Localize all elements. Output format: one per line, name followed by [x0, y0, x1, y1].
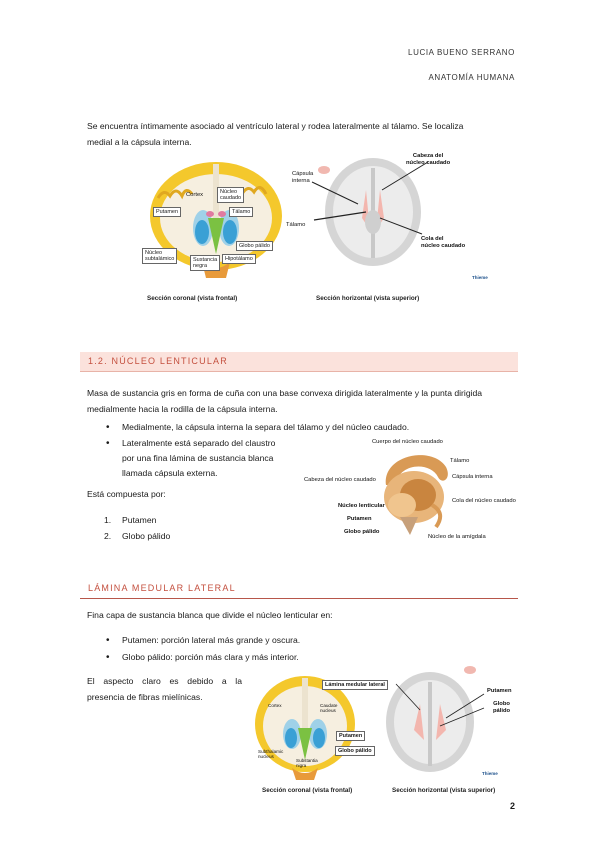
coronal-label-putamen: Putamen	[153, 207, 182, 217]
coronal2-label-lamina: Lámina medular lateral	[322, 680, 388, 690]
coronal2-label-putamen-box: Putamen	[336, 731, 366, 741]
fig3d-label-capsula: Cápsula interna	[452, 474, 493, 480]
section2-paragraph: Fina capa de sustancia blanca que divide…	[87, 610, 333, 620]
figure2-credit: Thieme	[482, 771, 498, 776]
list-item: Globo pálido: porción más clara y más in…	[104, 650, 424, 665]
fig3d-label-cabeza: Cabeza del núcleo caudado	[304, 477, 376, 483]
coronal-label-sustancia-negra: Sustancia negra	[190, 255, 221, 271]
coronal-label-nucleo-caudado: Núcleo caudado	[217, 187, 245, 203]
coronal-label-cortex: Cortex	[186, 192, 204, 198]
horizontal-label-capsula-interna: Cápsula interna	[292, 171, 314, 184]
figure2-caption-left: Sección coronal (vista frontal)	[262, 787, 353, 794]
horizontal-label-cabeza: Cabeza del núcleo caudado	[406, 153, 451, 166]
coronal-label-subtalamico: Núcleo subtalámico	[142, 248, 178, 264]
page-number: 2	[510, 801, 516, 811]
section2-bullet-list: Putamen: porción lateral más grande y os…	[104, 633, 424, 665]
fig3d-label-cuerpo: Cuerpo del núcleo caudado	[372, 439, 443, 445]
fig3d-label-putamen: Putamen	[347, 516, 372, 522]
coronal2-label-caudado: Caudate nucleus	[320, 703, 338, 713]
horizontal-brain-illustration-2	[386, 666, 485, 772]
figure2-caption-right: Sección horizontal (vista superior)	[392, 787, 496, 794]
section1-paragraph: Masa de sustancia gris en forma de cuña …	[87, 388, 483, 414]
figure1-caption-left: Sección coronal (vista frontal)	[147, 295, 238, 302]
section2-note: El aspecto claro es debido a la presenci…	[87, 676, 242, 702]
coronal-label-hipotalamo: Hipotálamo	[222, 254, 256, 264]
section-heading-lamina-medular: LÁMINA MEDULAR LATERAL	[80, 580, 518, 599]
list-item: 1.Putamen	[104, 515, 157, 525]
list-item: 2.Globo pálido	[104, 531, 171, 541]
fig3d-label-talamo: Tálamo	[450, 458, 470, 464]
fig3d-label-cola: Cola del núcleo caudado	[452, 498, 516, 504]
fig3d-label-amigdala: Núcleo de la amígdala	[428, 534, 486, 540]
composed-by-label: Está compuesta por:	[87, 489, 166, 499]
horizontal-label-talamo: Tálamo	[286, 222, 306, 228]
list-item: Lateralmente está separado del claustro …	[104, 436, 444, 481]
figure1-caption-right: Sección horizontal (vista superior)	[316, 295, 420, 302]
fig3d-label-lenticular: Núcleo lenticular	[338, 503, 385, 509]
basal-ganglia-3d-illustration	[384, 455, 448, 535]
composition-list: 1.Putamen 2.Globo pálido	[104, 512, 170, 544]
coronal2-label-globo-box: Globo pálido	[335, 746, 375, 756]
coronal2-label-subtalamico: Subthalamic nucleus	[258, 749, 284, 759]
header-subject: ANATOMÍA HUMANA	[428, 73, 515, 82]
horizontal-label-cola: Cola del núcleo caudado	[421, 236, 466, 249]
intro-paragraph: Se encuentra íntimamente asociado al ven…	[87, 121, 464, 147]
coronal-label-talamo: Tálamo	[229, 207, 254, 217]
coronal-brain-illustration-2	[255, 676, 355, 780]
coronal-label-globo-palido: Globo pálido	[236, 241, 273, 251]
horizontal2-label-globo: Globo pálido	[493, 701, 511, 714]
section-heading-nucleo-lenticular: 1.2. NÚCLEO LENTICULAR	[80, 352, 518, 372]
figure1-credit: Thieme	[472, 275, 488, 280]
coronal2-label-negra: Substantia nigra	[296, 758, 318, 768]
section1-bullet-list: Medialmente, la cápsula interna la separ…	[104, 420, 444, 481]
list-item: Medialmente, la cápsula interna la separ…	[104, 420, 444, 435]
horizontal-brain-illustration	[311, 158, 429, 266]
header-author: LUCIA BUENO SERRANO	[408, 48, 515, 57]
list-item: Putamen: porción lateral más grande y os…	[104, 633, 424, 648]
fig3d-label-globo: Globo pálido	[344, 529, 380, 535]
horizontal2-label-putamen: Putamen	[487, 688, 512, 694]
coronal2-label-cortex: Cortex	[268, 703, 282, 708]
